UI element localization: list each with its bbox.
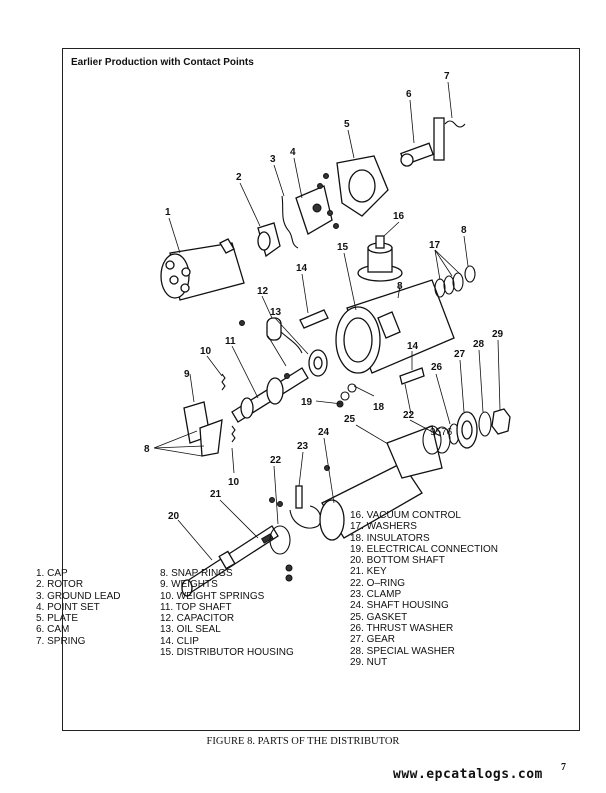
legend-item: 16. VACUUM CONTROL [350, 510, 461, 521]
callout-4: 4 [290, 147, 296, 158]
legend-item: 4. POINT SET [36, 601, 100, 613]
legend-item: 12. CAPACITOR [160, 613, 235, 625]
legend-item: 17. WASHERS [350, 521, 417, 533]
part-special-washer [478, 411, 492, 437]
part-weight-springs [221, 373, 236, 443]
fasteners [239, 210, 339, 582]
callout-8-top: 8 [461, 225, 467, 236]
legend-item: 7. SPRING [36, 635, 86, 647]
part-vacuum-control [357, 235, 403, 282]
legend-item: 6. CAM [36, 624, 70, 636]
legend-item: 27. GEAR [350, 634, 396, 646]
legend-item: 28. SPECIAL WASHER [350, 645, 455, 657]
legend-item: 15. DISTRIBUTOR HOUSING [160, 647, 294, 659]
leader-lines [153, 81, 501, 561]
callout-5: 5 [344, 119, 350, 130]
callout-9: 9 [184, 369, 190, 380]
figure-number: 9576 [430, 427, 453, 438]
legend-item: 19. ELECTRICAL CONNECTION [350, 543, 498, 555]
callout-7: 7 [444, 71, 450, 82]
part-weights [183, 401, 223, 457]
legend-item: 25. GASKET [350, 611, 408, 623]
callout-21: 21 [210, 489, 222, 500]
part-nut [491, 408, 511, 435]
callout-22-right: 22 [403, 410, 415, 421]
page-number: 7 [561, 762, 566, 773]
callout-27: 27 [454, 349, 466, 360]
callout-1: 1 [165, 207, 171, 218]
callout-24: 24 [318, 427, 330, 438]
part-clamp [289, 485, 322, 529]
callout-25: 25 [344, 414, 356, 425]
part-shaft-housing [319, 425, 443, 541]
legend-item: 29. NUT [350, 656, 388, 668]
callout-18: 18 [373, 402, 385, 413]
legend-item: 14. CLIP [160, 635, 199, 647]
part-plate [317, 155, 389, 217]
watermark-link[interactable]: www.epcatalogs.com [393, 767, 543, 782]
callout-8-left: 8 [144, 444, 150, 455]
part-capacitor [266, 317, 303, 354]
callout-8-mid: 8 [397, 281, 403, 292]
part-distributor-housing [335, 279, 455, 374]
legend-column-3: 16. VACUUM CONTROL 17. WASHERS 18. INSUL… [350, 510, 498, 668]
legend-item: 23. CLAMP [350, 589, 402, 601]
legend-item: 9. WEIGHTS [160, 579, 218, 591]
legend-item: 24. SHAFT HOUSING [350, 600, 449, 612]
part-oil-seal [308, 349, 328, 377]
legend-item: 10. WEIGHT SPRINGS [160, 590, 265, 602]
callout-10-bottom: 10 [228, 477, 240, 488]
part-bottom-shaft [181, 525, 279, 597]
callout-15: 15 [337, 242, 349, 253]
part-point-set [295, 185, 333, 235]
callout-11: 11 [225, 336, 236, 347]
legend-item: 20. BOTTOM SHAFT [350, 555, 445, 567]
callout-22-left: 22 [270, 455, 282, 466]
legend-item: 8. SNAP RINGS [160, 568, 233, 579]
exploded-diagram: 1 2 3 4 5 6 7 8 8 8 9 10 10 11 12 13 14 … [144, 71, 511, 597]
callout-10-top: 10 [200, 346, 212, 357]
legend-item: 13. OIL SEAL [160, 624, 221, 636]
legend-item: 22. O–RING [350, 577, 406, 589]
legend-item: 2. ROTOR [36, 579, 84, 591]
callout-numbers: 1 2 3 4 5 6 7 8 8 8 9 10 10 11 12 13 14 … [144, 71, 504, 522]
callout-28: 28 [473, 339, 485, 350]
legend-item: 26. THRUST WASHER [350, 622, 454, 634]
part-top-shaft [231, 367, 309, 423]
diagram-frame: Earlier Production with Contact Points [62, 48, 580, 731]
legend-item: 3. GROUND LEAD [36, 590, 121, 602]
callout-29: 29 [492, 329, 504, 340]
figure-caption: FIGURE 8. PARTS OF THE DISTRIBUTOR [206, 736, 400, 747]
legend-item: 1. CAP [36, 568, 68, 579]
legend-column-1: 1. CAP 2. ROTOR 3. GROUND LEAD 4. POINT … [36, 568, 120, 647]
part-gasket [422, 425, 442, 455]
part-gear [456, 411, 478, 449]
part-cam [400, 117, 445, 167]
part-clip [299, 309, 425, 385]
frame-title: Earlier Production with Contact Points [71, 57, 254, 68]
callout-13: 13 [270, 307, 282, 318]
legend-item: 21. KEY [350, 566, 387, 578]
callout-14-right: 14 [407, 341, 419, 352]
part-rotor [257, 222, 281, 258]
legend-column-2: 8. SNAP RINGS 9. WEIGHTS 10. WEIGHT SPRI… [160, 568, 294, 658]
callout-2: 2 [236, 172, 242, 183]
legend-item: 5. PLATE [36, 613, 79, 625]
callout-20: 20 [168, 511, 180, 522]
part-ground-lead [281, 195, 299, 249]
part-cap [160, 238, 245, 301]
callout-19: 19 [301, 397, 313, 408]
callout-6: 6 [406, 89, 412, 100]
part-insulators [340, 383, 357, 401]
part-spring [444, 120, 466, 128]
callout-12: 12 [257, 286, 269, 297]
legend-item: 18. INSULATORS [350, 532, 430, 544]
callout-17: 17 [429, 240, 441, 251]
callout-23: 23 [297, 441, 309, 452]
legend-item: 11. TOP SHAFT [160, 601, 232, 613]
callout-16: 16 [393, 211, 405, 222]
callout-14-top: 14 [296, 263, 308, 274]
callout-3: 3 [270, 154, 276, 165]
callout-26: 26 [431, 362, 443, 373]
